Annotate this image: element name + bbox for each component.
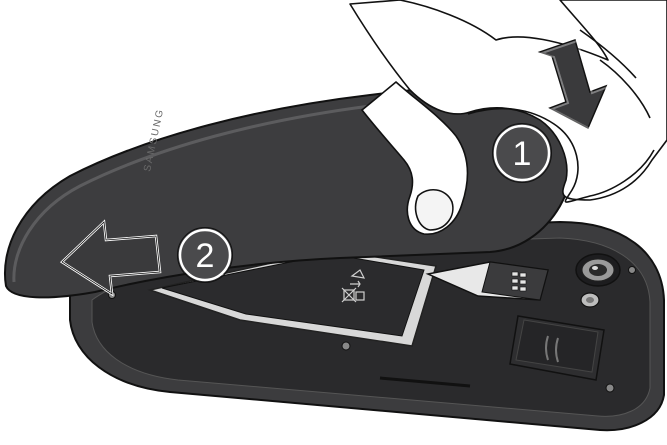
- step-2-badge: 2: [178, 228, 233, 283]
- step-2-number: 2: [196, 237, 215, 275]
- camera-lens-icon: [576, 254, 620, 286]
- step-1-badge: 1: [493, 124, 552, 183]
- flash-icon: [581, 293, 599, 307]
- step-1-number: 1: [513, 135, 532, 173]
